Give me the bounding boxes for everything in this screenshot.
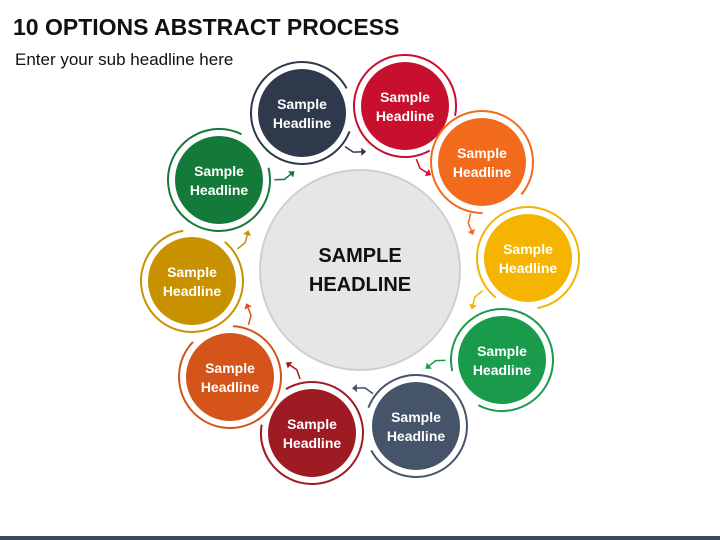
connector-arrow-8 [246, 305, 252, 326]
option-node-label-line2: Headline [273, 115, 332, 131]
connector-arrowhead-8 [244, 303, 252, 310]
option-node-label-line1: Sample [477, 343, 527, 359]
option-node-label-line2: Headline [387, 428, 446, 444]
option-node-label-line1: Sample [194, 163, 244, 179]
page-subtitle: Enter your sub headline here [15, 50, 234, 69]
option-node-circle [258, 69, 346, 157]
option-node-label-line2: Headline [499, 260, 558, 276]
option-nodes: SampleHeadlineSampleHeadlineSampleHeadli… [140, 54, 580, 486]
connector-arrow-9 [236, 232, 249, 250]
connector-arrowhead-10 [288, 171, 295, 178]
center-hub: SAMPLE HEADLINE [259, 169, 461, 371]
footer-bar [0, 536, 720, 540]
connector-arrowhead-3 [467, 228, 476, 236]
connector-arrow-4 [471, 289, 484, 307]
option-node-label-line1: Sample [167, 264, 217, 280]
connector-arrow-1 [344, 145, 364, 153]
connector-arrows [236, 145, 484, 395]
connector-arrowhead-5 [425, 362, 432, 369]
option-node-circle [148, 237, 236, 325]
connector-arrowhead-7 [285, 361, 293, 369]
option-node-ring [475, 206, 580, 310]
option-node-label-line2: Headline [453, 164, 512, 180]
connector-arrowhead-1 [361, 147, 367, 156]
option-node-label-line1: Sample [277, 96, 327, 112]
option-node-circle [484, 214, 572, 302]
option-node-label-line1: Sample [391, 409, 441, 425]
option-node-circle [361, 62, 449, 150]
connector-arrow-10 [274, 172, 293, 181]
option-node-label-line1: Sample [503, 241, 553, 257]
page-title: 10 OPTIONS ABSTRACT PROCESS [13, 14, 400, 40]
option-node-circle [175, 136, 263, 224]
option-node-label-line1: Sample [205, 360, 255, 376]
option-node-label-line1: Sample [457, 145, 507, 161]
option-node-label-line2: Headline [163, 283, 222, 299]
option-node-label-line2: Headline [201, 379, 260, 395]
connector-arrow-6 [354, 387, 374, 395]
connector-arrowhead-2 [424, 169, 432, 176]
connector-arrow-3 [467, 213, 473, 233]
option-node-ring [250, 61, 354, 165]
option-node-label-line2: Headline [376, 108, 435, 124]
option-node-ring [167, 128, 271, 232]
option-node-ring [178, 325, 282, 429]
option-node-circle [372, 382, 460, 470]
option-node-circle [458, 316, 546, 404]
connector-arrowhead-4 [469, 303, 477, 310]
option-node-ring [260, 381, 364, 486]
option-node-ring [140, 229, 244, 333]
center-title-line1: SAMPLE [318, 245, 401, 267]
option-node-label-line1: Sample [287, 416, 337, 432]
option-node-ring [363, 374, 468, 478]
connector-arrow-2 [415, 158, 429, 175]
option-node-circle [438, 118, 526, 206]
option-node-label-line2: Headline [473, 362, 532, 378]
connector-arrowhead-6 [351, 384, 358, 393]
center-title-line2: HEADLINE [309, 274, 411, 296]
option-node-ring [450, 308, 555, 413]
option-node-circle [186, 333, 274, 421]
option-node-ring [429, 110, 534, 214]
connector-arrow-7 [287, 363, 301, 380]
center-circle [259, 169, 461, 371]
option-node-label-line2: Headline [190, 182, 249, 198]
option-node-ring [353, 54, 457, 158]
connector-arrowhead-9 [243, 230, 252, 236]
option-node-label-line1: Sample [380, 89, 430, 105]
option-node-label-line2: Headline [283, 435, 342, 451]
connector-arrow-5 [427, 359, 446, 368]
option-node-circle [268, 389, 356, 477]
